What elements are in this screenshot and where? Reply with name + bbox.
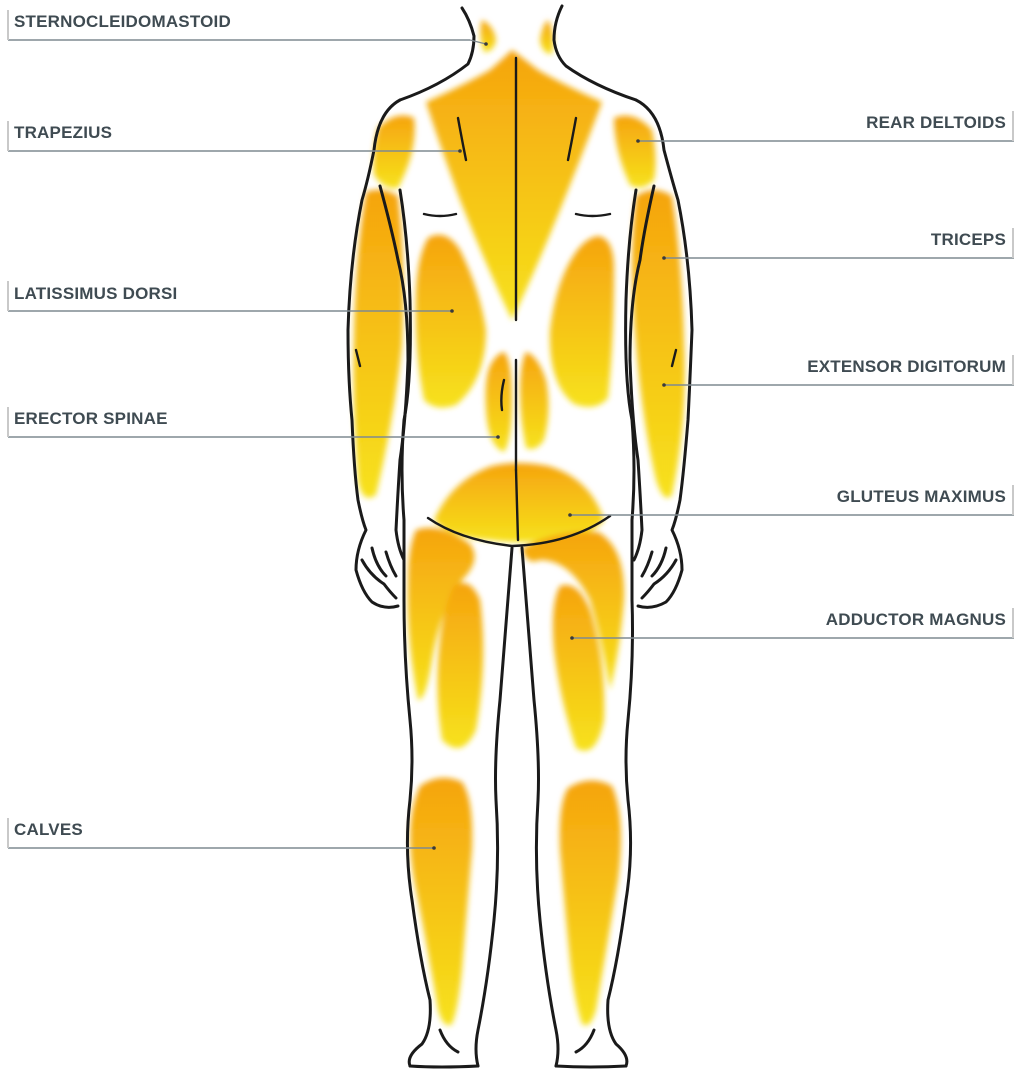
erector-spinae-right [520, 352, 549, 449]
bracket-rear-deltoids [1012, 111, 1014, 141]
bracket-gluteus-maximus [1012, 485, 1014, 515]
label-extensor-digitorum: EXTENSOR DIGITORUM [807, 357, 1006, 377]
label-calves: CALVES [14, 820, 83, 840]
calf-left [410, 778, 472, 1026]
latissimus-dorsi-right [550, 236, 614, 407]
bracket-sternocleidomastoid [7, 10, 9, 40]
sternocleidomastoid-muscle [480, 20, 496, 52]
label-triceps: TRICEPS [931, 230, 1006, 250]
latissimus-dorsi-left [416, 235, 486, 408]
triceps-right [632, 190, 685, 498]
bracket-latissimus-dorsi [7, 281, 9, 311]
sternocleidomastoid-muscle-right [540, 20, 553, 54]
label-erector-spinae: ERECTOR SPINAE [14, 409, 168, 429]
label-latissimus-dorsi: LATISSIMUS DORSI [14, 284, 177, 304]
bracket-adductor-magnus [1012, 608, 1014, 638]
bracket-extensor-digitorum [1012, 355, 1014, 385]
gluteus-maximus-muscle [434, 463, 604, 542]
bracket-calves [7, 818, 9, 848]
bracket-trapezius [7, 121, 9, 151]
label-rear-deltoids: REAR DELTOIDS [866, 113, 1006, 133]
label-gluteus-maximus: GLUTEUS MAXIMUS [837, 487, 1006, 507]
bracket-triceps [1012, 228, 1014, 258]
label-adductor-magnus: ADDUCTOR MAGNUS [826, 610, 1006, 630]
rear-deltoid-right [614, 116, 656, 188]
label-trapezius: TRAPEZIUS [14, 123, 112, 143]
bracket-erector-spinae [7, 407, 9, 437]
label-sternocleidomastoid: STERNOCLEIDOMASTOID [14, 12, 231, 32]
triceps-left [354, 190, 404, 498]
